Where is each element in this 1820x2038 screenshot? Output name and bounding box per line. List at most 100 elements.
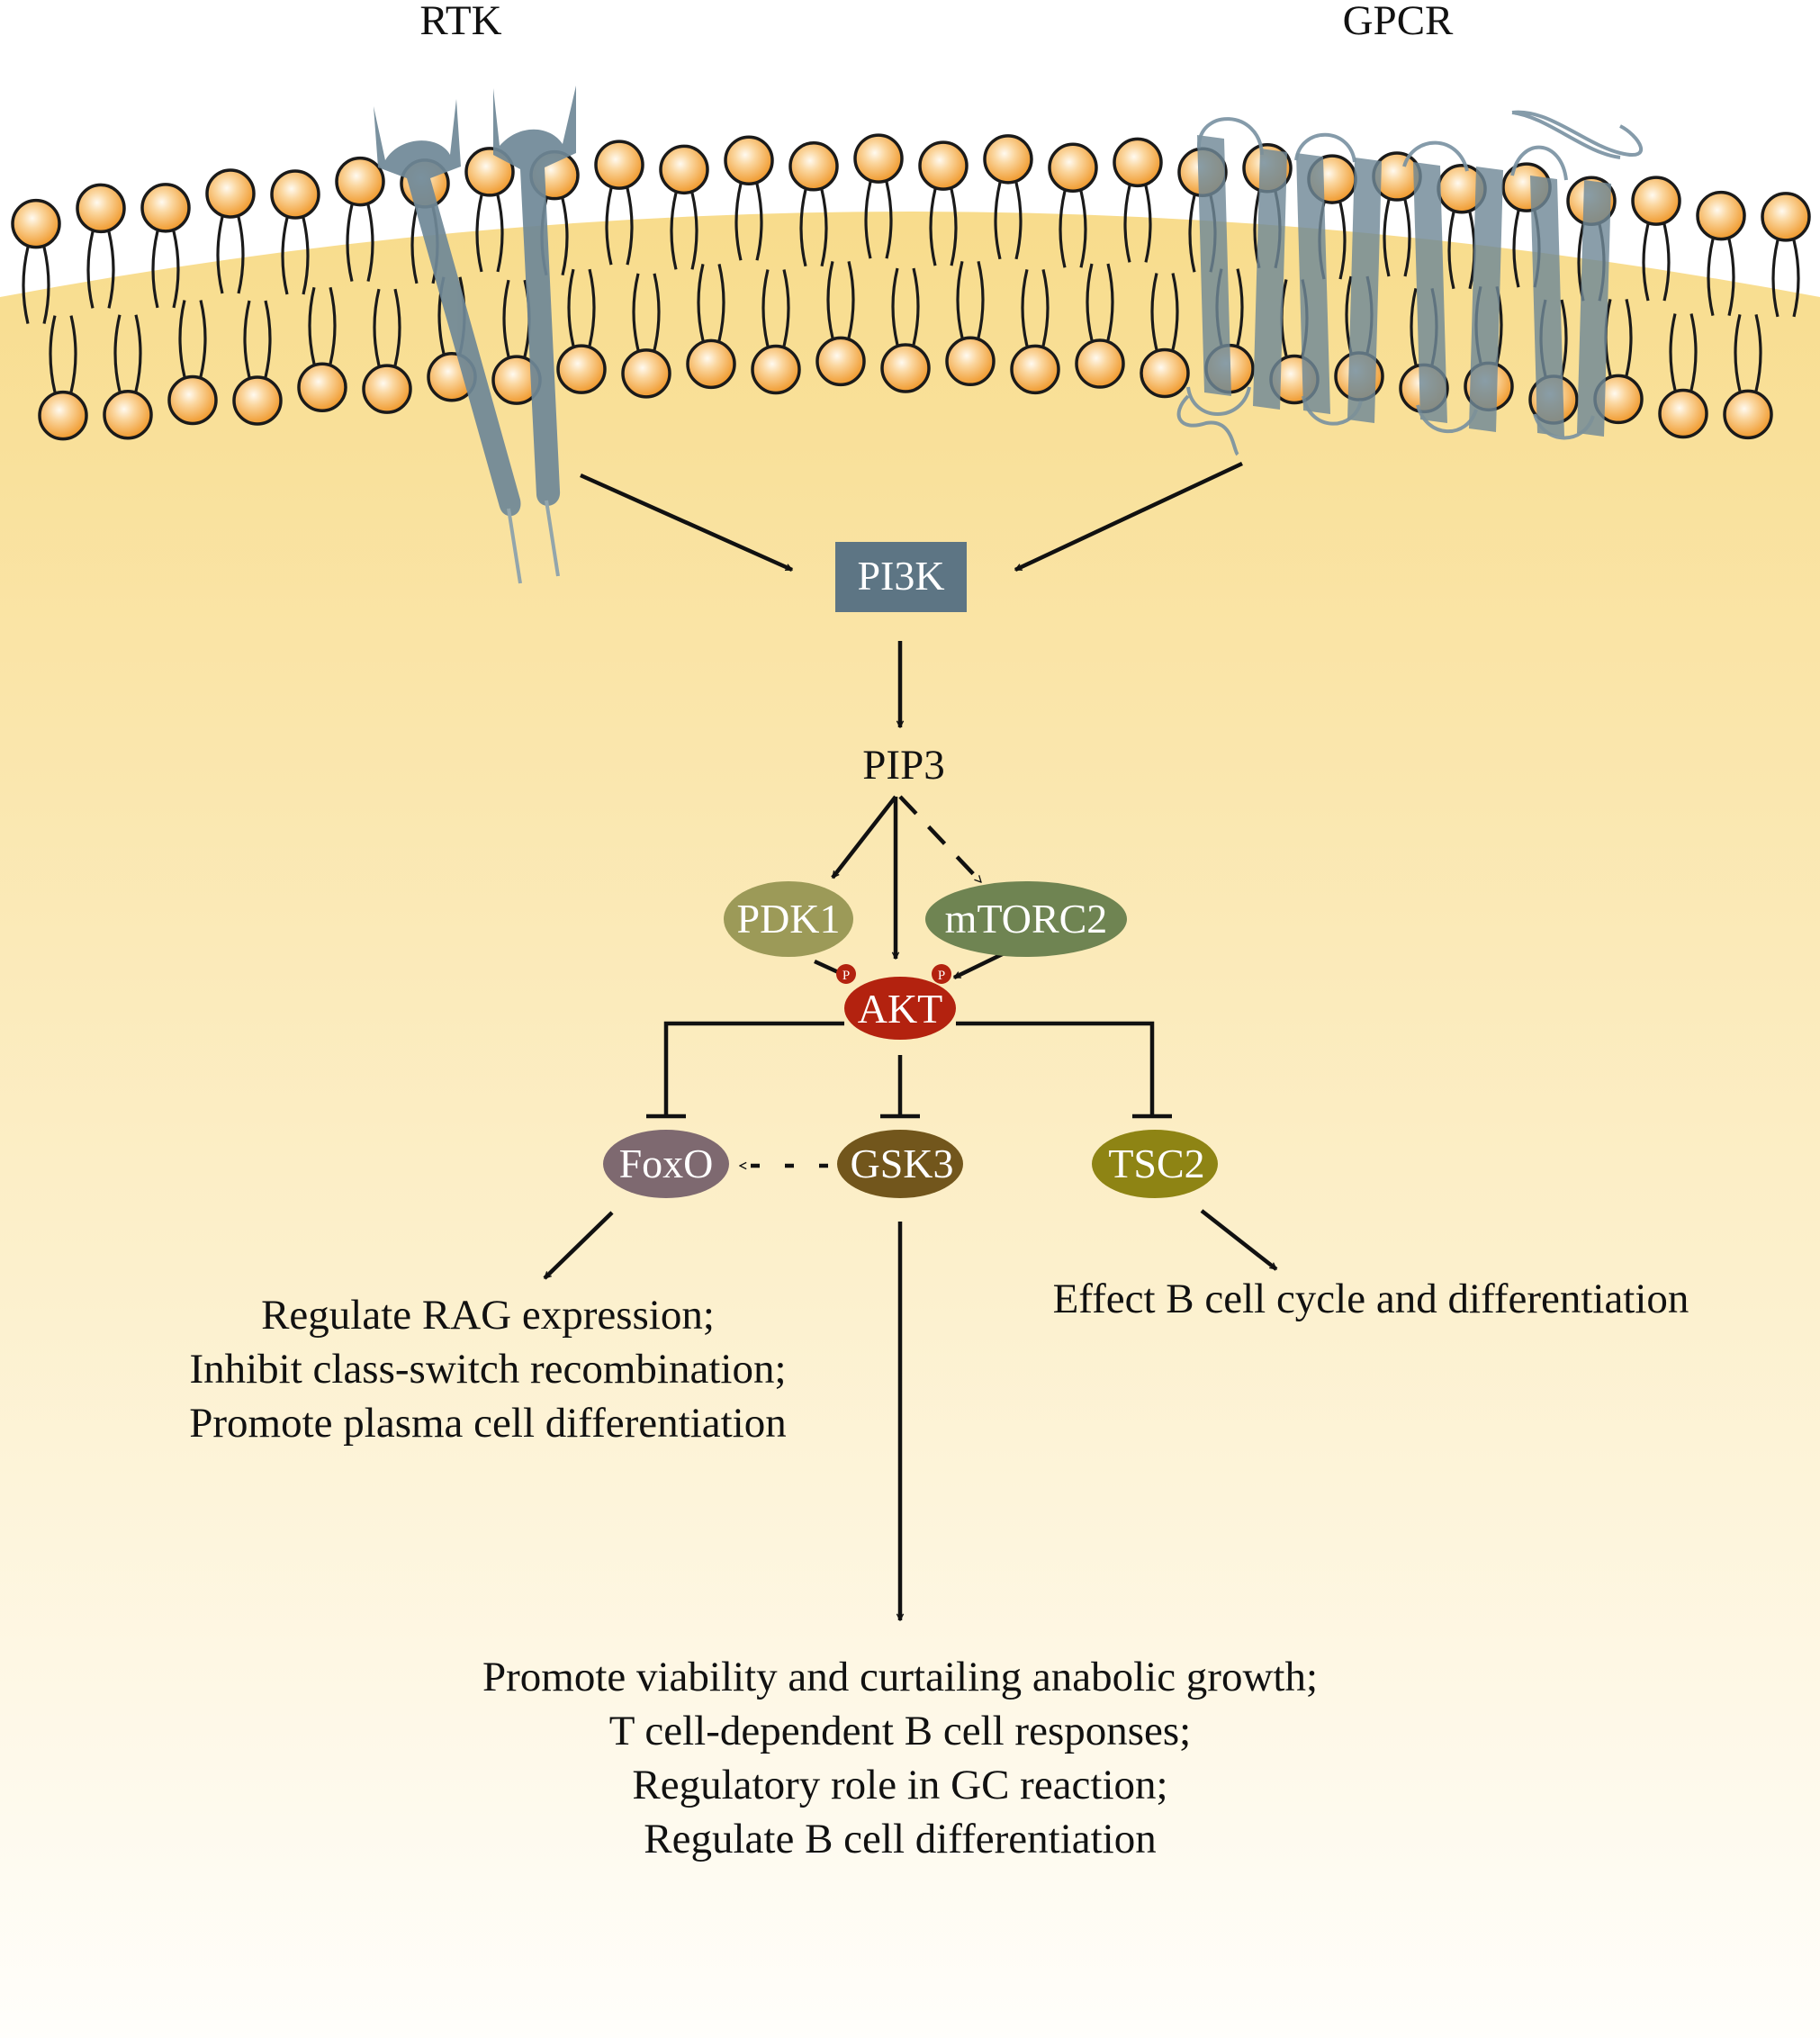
gsk3-outcome-line: Promote viability and curtailing anaboli… [482,1654,1318,1700]
lipid-tail [697,263,705,341]
foxo-node: FoxO [603,1130,729,1198]
lipid-head [464,147,515,197]
lipid-tail [1021,268,1029,347]
lipid-head [1696,190,1746,241]
lipid-tail [847,261,855,338]
akt-ellipse [844,977,956,1040]
lipid-tail [605,187,613,266]
lipid-head [232,375,283,426]
lipid-tail [366,204,374,282]
lipid-tail [885,181,893,259]
arrow-rtk-to-pi3k [580,473,792,573]
lipid-tail [1512,210,1520,288]
pi3k-box [835,542,967,612]
gsk3-outcome-line: Regulatory role in GC reaction; [632,1762,1167,1808]
lipid-head [880,343,931,393]
lipid-head [1010,344,1060,395]
lipid-tail [690,192,698,270]
lipid-tail [1188,194,1196,273]
gsk3-label: GSK3 [850,1141,953,1186]
lipid-tail [632,273,640,351]
tsc2-outcome: Effect B cell cycle and differentiation [1053,1276,1689,1322]
lipid-head [983,134,1033,185]
lipid-head [270,169,320,220]
foxo-outcome-line: Regulate RAG expression; [261,1292,715,1339]
lipid-tail [69,315,77,393]
tsc2-label: TSC2 [1108,1141,1204,1186]
pdk1-ellipse [724,881,853,957]
lipid-tail [502,279,510,357]
lipid-head [788,141,839,192]
gpcr-helix [1530,176,1564,437]
lipid-tail [1771,239,1779,318]
lipid-tail [22,247,30,324]
arrow-pip3-to-mtorc2 [898,795,983,884]
lipid-tail [1079,190,1087,268]
lipid-tail [1059,190,1067,268]
lipid-tail [1014,182,1023,260]
lipid-tail [281,217,289,295]
gpcr-helix [1296,153,1330,414]
lipid-tail [588,268,596,347]
lipid-tail [86,230,95,309]
gpcr-helix [1577,180,1611,437]
lipid-tail [243,300,251,378]
lipid-head [167,374,218,426]
lipid-head [297,362,347,412]
lipid-tail [1447,212,1455,290]
lipid-head [362,364,412,414]
pi3k-node: PI3K [835,542,967,612]
lipid-tail [1625,299,1633,376]
lipid-tail [1403,199,1411,277]
akt-phospho-right [932,964,951,984]
lipid-head [11,198,61,249]
lipid-tail [912,267,920,346]
lipid-tail [826,261,834,338]
lipid-tail [567,268,575,347]
lipid-tail [761,269,770,347]
lipid-tail [302,217,310,295]
lipid-tail [216,216,224,294]
foxo-outcomes: Regulate RAG expression; Inhibit class-s… [189,1292,786,1447]
pip3-label: PIP3 [862,742,944,789]
lipid-head [724,135,774,185]
lipid-tail [782,269,790,347]
lipid-head [556,344,607,394]
lipid-tail [1707,239,1715,316]
lipid-head [918,140,969,191]
lipid-tail [1338,202,1347,280]
lipid-tail [1345,275,1353,354]
inhibit-akt-to-tsc2 [956,1021,1172,1119]
lipid-tail [1106,263,1114,341]
foxo-outcome-line: Promote plasma cell differentiation [189,1400,786,1447]
lipid-tail [1410,287,1418,365]
akt-label: AKT [858,986,943,1032]
foxo-ellipse [603,1130,729,1198]
gsk3-outcome-line: Regulate B cell differentiation [644,1816,1156,1862]
arrow-foxo-to-outcome [543,1211,614,1280]
lipid-tail [653,273,661,351]
lipid-head [1048,142,1098,193]
lipid-tail [49,315,57,393]
lipid-tail [929,188,937,266]
lipid-head [205,168,256,219]
lipid-head [686,338,736,390]
lipid-tail [950,188,958,266]
lipid-tail [172,230,180,309]
gsk3-ellipse [837,1130,963,1198]
lipid-head [1761,192,1811,242]
lipid-tail [1041,268,1050,347]
gpcr-helix [1347,158,1382,423]
gsk3-outcomes: Promote viability and curtailing anaboli… [482,1654,1318,1862]
arrow-gpcr-to-pi3k [1015,461,1243,573]
lipid-tail [329,286,337,365]
gpcr-receptor [1176,110,1644,456]
lipid-head [815,336,866,387]
lipid-tail [755,183,763,261]
lipid-tail [178,300,186,377]
lipid-tail [264,300,272,378]
lipid-tail [308,286,316,365]
tsc2-ellipse [1092,1130,1218,1198]
lipid-tail [734,183,743,261]
lipid-tail [1734,313,1742,392]
